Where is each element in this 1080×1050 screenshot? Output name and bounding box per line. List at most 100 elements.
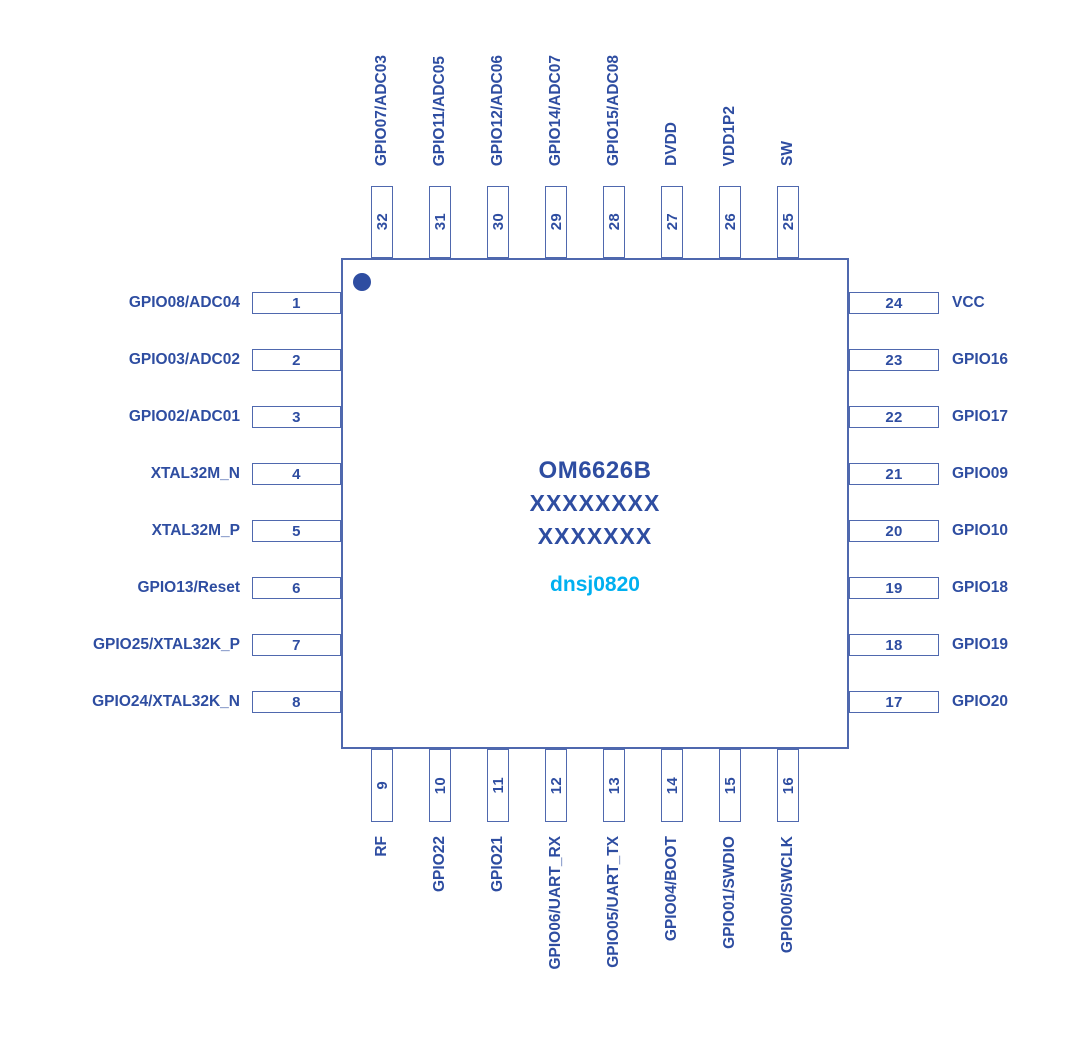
- pin-box-right-21: 21: [849, 463, 939, 485]
- chip-part-number: OM6626B: [538, 457, 652, 484]
- pin-box-left-5: 5: [252, 520, 341, 542]
- pin-label-bottom-15: GPIO01/SWDIO: [721, 836, 738, 949]
- pin-box-left-8: 8: [252, 691, 341, 713]
- pin-label-bottom-9: RF: [373, 836, 390, 857]
- pin-label-bottom-11: GPIO21: [489, 836, 506, 892]
- pin-label-left-6: GPIO13/Reset: [137, 579, 240, 596]
- pin-number: 21: [885, 465, 903, 483]
- pin-label-left-5: XTAL32M_P: [151, 522, 240, 539]
- pin-number: 8: [292, 693, 301, 711]
- pin-box-right-20: 20: [849, 520, 939, 542]
- pin-number: 14: [663, 776, 681, 795]
- pin-number: 24: [885, 294, 903, 312]
- pin-number: 16: [779, 776, 797, 795]
- pin-box-top-29: 29: [545, 186, 567, 258]
- pin-number: 22: [885, 408, 903, 426]
- pin-box-top-28: 28: [603, 186, 625, 258]
- pin-box-right-23: 23: [849, 349, 939, 371]
- pin-box-right-17: 17: [849, 691, 939, 713]
- pin-box-right-24: 24: [849, 292, 939, 314]
- pin-number: 19: [885, 579, 903, 597]
- chip-body: OM6626B XXXXXXXX XXXXXXX dnsj0820: [341, 258, 849, 749]
- pin-label-right-22: GPIO17: [952, 408, 1008, 425]
- pin-box-right-22: 22: [849, 406, 939, 428]
- pin-box-bottom-9: 9: [371, 749, 393, 822]
- pin-label-left-7: GPIO25/XTAL32K_P: [92, 636, 240, 653]
- pin-box-left-1: 1: [252, 292, 341, 314]
- pin-box-top-32: 32: [371, 186, 393, 258]
- watermark-text: dnsj0820: [550, 573, 640, 596]
- pin-number: 9: [373, 781, 391, 790]
- pin-box-left-3: 3: [252, 406, 341, 428]
- pin-number: 32: [373, 213, 391, 231]
- pin-box-bottom-13: 13: [603, 749, 625, 822]
- pin-number: 27: [663, 213, 681, 231]
- pin-label-left-3: GPIO02/ADC01: [128, 408, 240, 425]
- pin-number: 31: [431, 213, 449, 231]
- pin-label-right-19: GPIO18: [952, 579, 1008, 596]
- pin-label-top-32: GPIO07/ADC03: [373, 54, 390, 166]
- pin-number: 26: [721, 213, 739, 231]
- chip-marking-line1: XXXXXXXX: [529, 490, 661, 516]
- pin-label-top-29: GPIO14/ADC07: [547, 54, 564, 166]
- chip-marking-line2: XXXXXXX: [537, 523, 653, 549]
- pin1-indicator-dot: [353, 273, 371, 291]
- pin-label-bottom-10: GPIO22: [431, 836, 448, 892]
- pin-number: 11: [489, 777, 507, 794]
- pin-label-bottom-16: GPIO00/SWCLK: [779, 836, 796, 954]
- pin-number: 20: [885, 522, 903, 540]
- pin-label-left-1: GPIO08/ADC04: [128, 294, 240, 311]
- pin-number: 15: [721, 776, 739, 795]
- pin-box-top-26: 26: [719, 186, 741, 258]
- pin-label-bottom-12: GPIO06/UART_RX: [547, 836, 564, 970]
- chip-center-text: OM6626B XXXXXXXX XXXXXXX dnsj0820: [343, 454, 847, 597]
- pin-label-top-27: DVDD: [663, 122, 680, 166]
- pin-box-top-27: 27: [661, 186, 683, 258]
- pin-box-bottom-14: 14: [661, 749, 683, 822]
- pin-number: 23: [885, 351, 903, 369]
- pin-label-right-23: GPIO16: [952, 351, 1008, 368]
- pin-label-top-30: GPIO12/ADC06: [489, 54, 506, 166]
- pin-box-bottom-11: 11: [487, 749, 509, 822]
- pin-number: 18: [885, 636, 903, 654]
- pin-number: 12: [547, 776, 565, 795]
- pin-number: 7: [292, 636, 301, 654]
- pin-number: 3: [292, 408, 301, 426]
- pin-box-right-18: 18: [849, 634, 939, 656]
- pin-label-right-17: GPIO20: [952, 693, 1008, 710]
- pin-box-left-2: 2: [252, 349, 341, 371]
- pin-number: 1: [292, 294, 301, 312]
- pin-number: 5: [292, 522, 301, 540]
- pin-number: 28: [605, 213, 623, 231]
- pin-box-right-19: 19: [849, 577, 939, 599]
- pin-number: 30: [489, 213, 507, 231]
- pin-label-bottom-14: GPIO04/BOOT: [663, 836, 680, 942]
- pin-number: 13: [605, 776, 623, 795]
- pin-label-bottom-13: GPIO05/UART_TX: [605, 836, 622, 968]
- pin-box-top-30: 30: [487, 186, 509, 258]
- pin-label-top-25: SW: [779, 141, 796, 166]
- pin-label-right-18: GPIO19: [952, 636, 1008, 653]
- pin-number: 6: [292, 579, 301, 597]
- pin-box-left-6: 6: [252, 577, 341, 599]
- pin-number: 29: [547, 213, 565, 231]
- pin-box-bottom-16: 16: [777, 749, 799, 822]
- pin-label-left-8: GPIO24/XTAL32K_N: [92, 693, 240, 710]
- pin-label-left-4: XTAL32M_N: [150, 465, 240, 482]
- pin-box-top-31: 31: [429, 186, 451, 258]
- pin-label-top-26: VDD1P2: [721, 105, 738, 166]
- pin-label-right-20: GPIO10: [952, 522, 1008, 539]
- pin-label-top-28: GPIO15/ADC08: [605, 54, 622, 166]
- pin-number: 10: [431, 776, 449, 795]
- pin-label-top-31: GPIO11/ADC05: [431, 55, 448, 166]
- pin-box-top-25: 25: [777, 186, 799, 258]
- pin-number: 2: [292, 351, 301, 369]
- pin-box-bottom-15: 15: [719, 749, 741, 822]
- pin-box-bottom-12: 12: [545, 749, 567, 822]
- pin-label-right-21: GPIO09: [952, 465, 1008, 482]
- pin-label-right-24: VCC: [952, 294, 985, 311]
- pin-box-left-4: 4: [252, 463, 341, 485]
- pin-number: 17: [885, 693, 903, 711]
- pin-number: 25: [779, 213, 797, 231]
